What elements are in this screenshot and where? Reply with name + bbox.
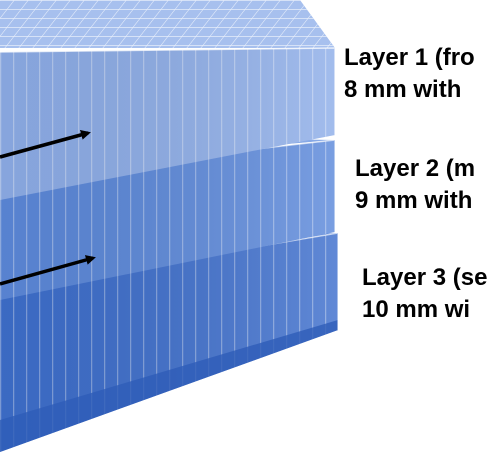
layer-3-comb-edge (0, 320, 338, 452)
layer-2-thickness: 9 mm with (355, 187, 473, 214)
layer-3-label: Layer 3 (se 10 mm wi (362, 262, 487, 326)
arrow-layer-1 (0, 130, 91, 159)
layer-3-block (0, 232, 339, 452)
layer-1-thickness: 8 mm with (344, 76, 462, 103)
honeycomb-layer-diagram (0, 0, 339, 452)
arrow-layer-2 (0, 255, 96, 286)
layer-1-title: Layer 1 (fro (344, 44, 475, 71)
layer-3-thickness: 10 mm wi (362, 296, 471, 323)
layer-1-block (0, 0, 336, 200)
layer-1-label: Layer 1 (fro 8 mm with (344, 42, 475, 106)
layer-2-title: Layer 2 (m (355, 155, 476, 182)
layer-2-label: Layer 2 (m 9 mm with (355, 153, 475, 217)
layer-3-title: Layer 3 (se (362, 264, 487, 291)
